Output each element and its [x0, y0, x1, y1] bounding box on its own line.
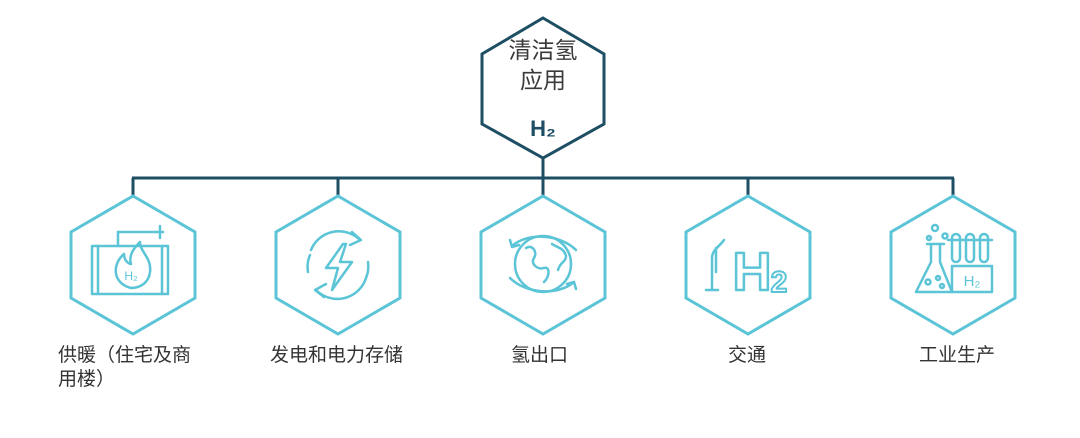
- label-heating-line1: 供暖（住宅及商: [58, 344, 192, 366]
- hexagon-export: [479, 194, 607, 336]
- transport-2-text: 2: [771, 266, 788, 299]
- lightning-recycle-icon: [306, 230, 370, 301]
- lab-flask-h2-icon: H₂: [914, 223, 994, 294]
- label-heating-line2: 用楼）: [58, 368, 116, 390]
- globe-arrows-icon: [508, 234, 578, 294]
- label-export: 氢出口: [511, 344, 569, 366]
- connector-lines: [131, 157, 955, 196]
- root-title-line1: 清洁氢: [508, 38, 578, 64]
- root-hexagon: [480, 16, 606, 160]
- hexagon-power: [274, 194, 402, 336]
- label-industry: 工业生产: [919, 344, 996, 366]
- heating-h2-text: H₂: [124, 269, 138, 283]
- label-heating: 供暖（住宅及商 用楼）: [58, 343, 191, 391]
- root-h2-symbol: H₂: [530, 116, 556, 141]
- h2-flame-radiator-icon: H₂: [90, 224, 170, 296]
- transport-h-text: H: [733, 242, 772, 302]
- hexagon-transport: [684, 194, 812, 336]
- hexagon-heating: [69, 194, 197, 336]
- fuel-pump-h2-icon: H 2: [704, 238, 788, 303]
- root-title: 清洁氢 应用: [493, 36, 593, 96]
- root-title-line2: 应用: [520, 68, 566, 94]
- label-power: 发电和电力存储: [270, 344, 404, 366]
- label-transport: 交通: [728, 344, 767, 366]
- industry-h2-text: H₂: [964, 273, 981, 290]
